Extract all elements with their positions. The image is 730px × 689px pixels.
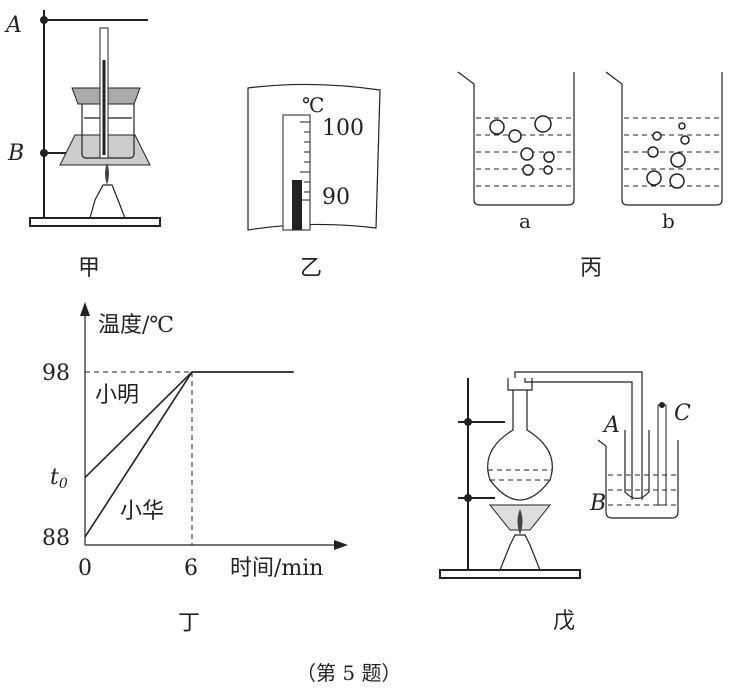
- apparatus-jia: A B 甲: [4, 10, 161, 281]
- caption-yi: 乙: [300, 256, 322, 281]
- label-b: B: [7, 141, 24, 166]
- plot-lines: [84, 371, 294, 545]
- beakers-bing: a b 丙: [457, 71, 723, 281]
- tick-100: 100: [322, 116, 364, 141]
- thermometer-yi: ℃ 100 90 乙: [247, 83, 381, 281]
- alcohol-lamp: [89, 184, 126, 219]
- label-c-wu: C: [674, 401, 691, 426]
- beaker-b: [605, 71, 723, 206]
- caption-ding: 丁: [178, 611, 200, 636]
- caption-wu: 戊: [553, 609, 575, 634]
- caption-jia: 甲: [78, 256, 100, 281]
- y-axis-label: 温度/℃: [98, 313, 174, 338]
- series-line-小华: [84, 371, 294, 538]
- unit-celsius: ℃: [302, 93, 324, 117]
- x-tick-6: 6: [184, 556, 198, 581]
- x-axis-label: 时间/min: [230, 556, 323, 581]
- liquid-column: [292, 180, 302, 230]
- label-b-wu: B: [589, 491, 606, 516]
- series-label-xiaohua: 小华: [120, 499, 164, 524]
- alcohol-lamp-wu: [499, 534, 541, 571]
- label-a: A: [4, 13, 22, 38]
- test-tube: [624, 430, 650, 500]
- stand-base: [29, 217, 161, 227]
- series-label-xiaoming: 小明: [95, 383, 139, 408]
- scale-card: [247, 83, 381, 231]
- flask: [487, 378, 553, 501]
- x-axis-arrow: [334, 540, 348, 550]
- tick-90: 90: [322, 185, 350, 210]
- stand-base-wu: [439, 569, 581, 579]
- delivery-tube: [514, 371, 643, 500]
- label-beaker-a: a: [519, 209, 531, 233]
- y-axis-arrow: [80, 302, 90, 316]
- caption-bing: 丙: [580, 256, 602, 281]
- beaker-wu: [597, 439, 679, 519]
- label-beaker-b: b: [662, 209, 675, 233]
- y-tick-88: 88: [42, 526, 70, 551]
- graph-ding: 温度/℃ 时间/min 98 88 t0 0 6 小明 小华 丁: [42, 302, 348, 636]
- beaker-a: [457, 71, 575, 206]
- problem-caption: （第 5 题）: [296, 661, 401, 685]
- x-tick-0: 0: [78, 556, 92, 581]
- y-tick-98: 98: [42, 361, 70, 386]
- label-a-wu: A: [602, 413, 620, 438]
- y-tick-t0: t0: [50, 465, 68, 492]
- apparatus-wu: A B C 戊: [439, 371, 691, 634]
